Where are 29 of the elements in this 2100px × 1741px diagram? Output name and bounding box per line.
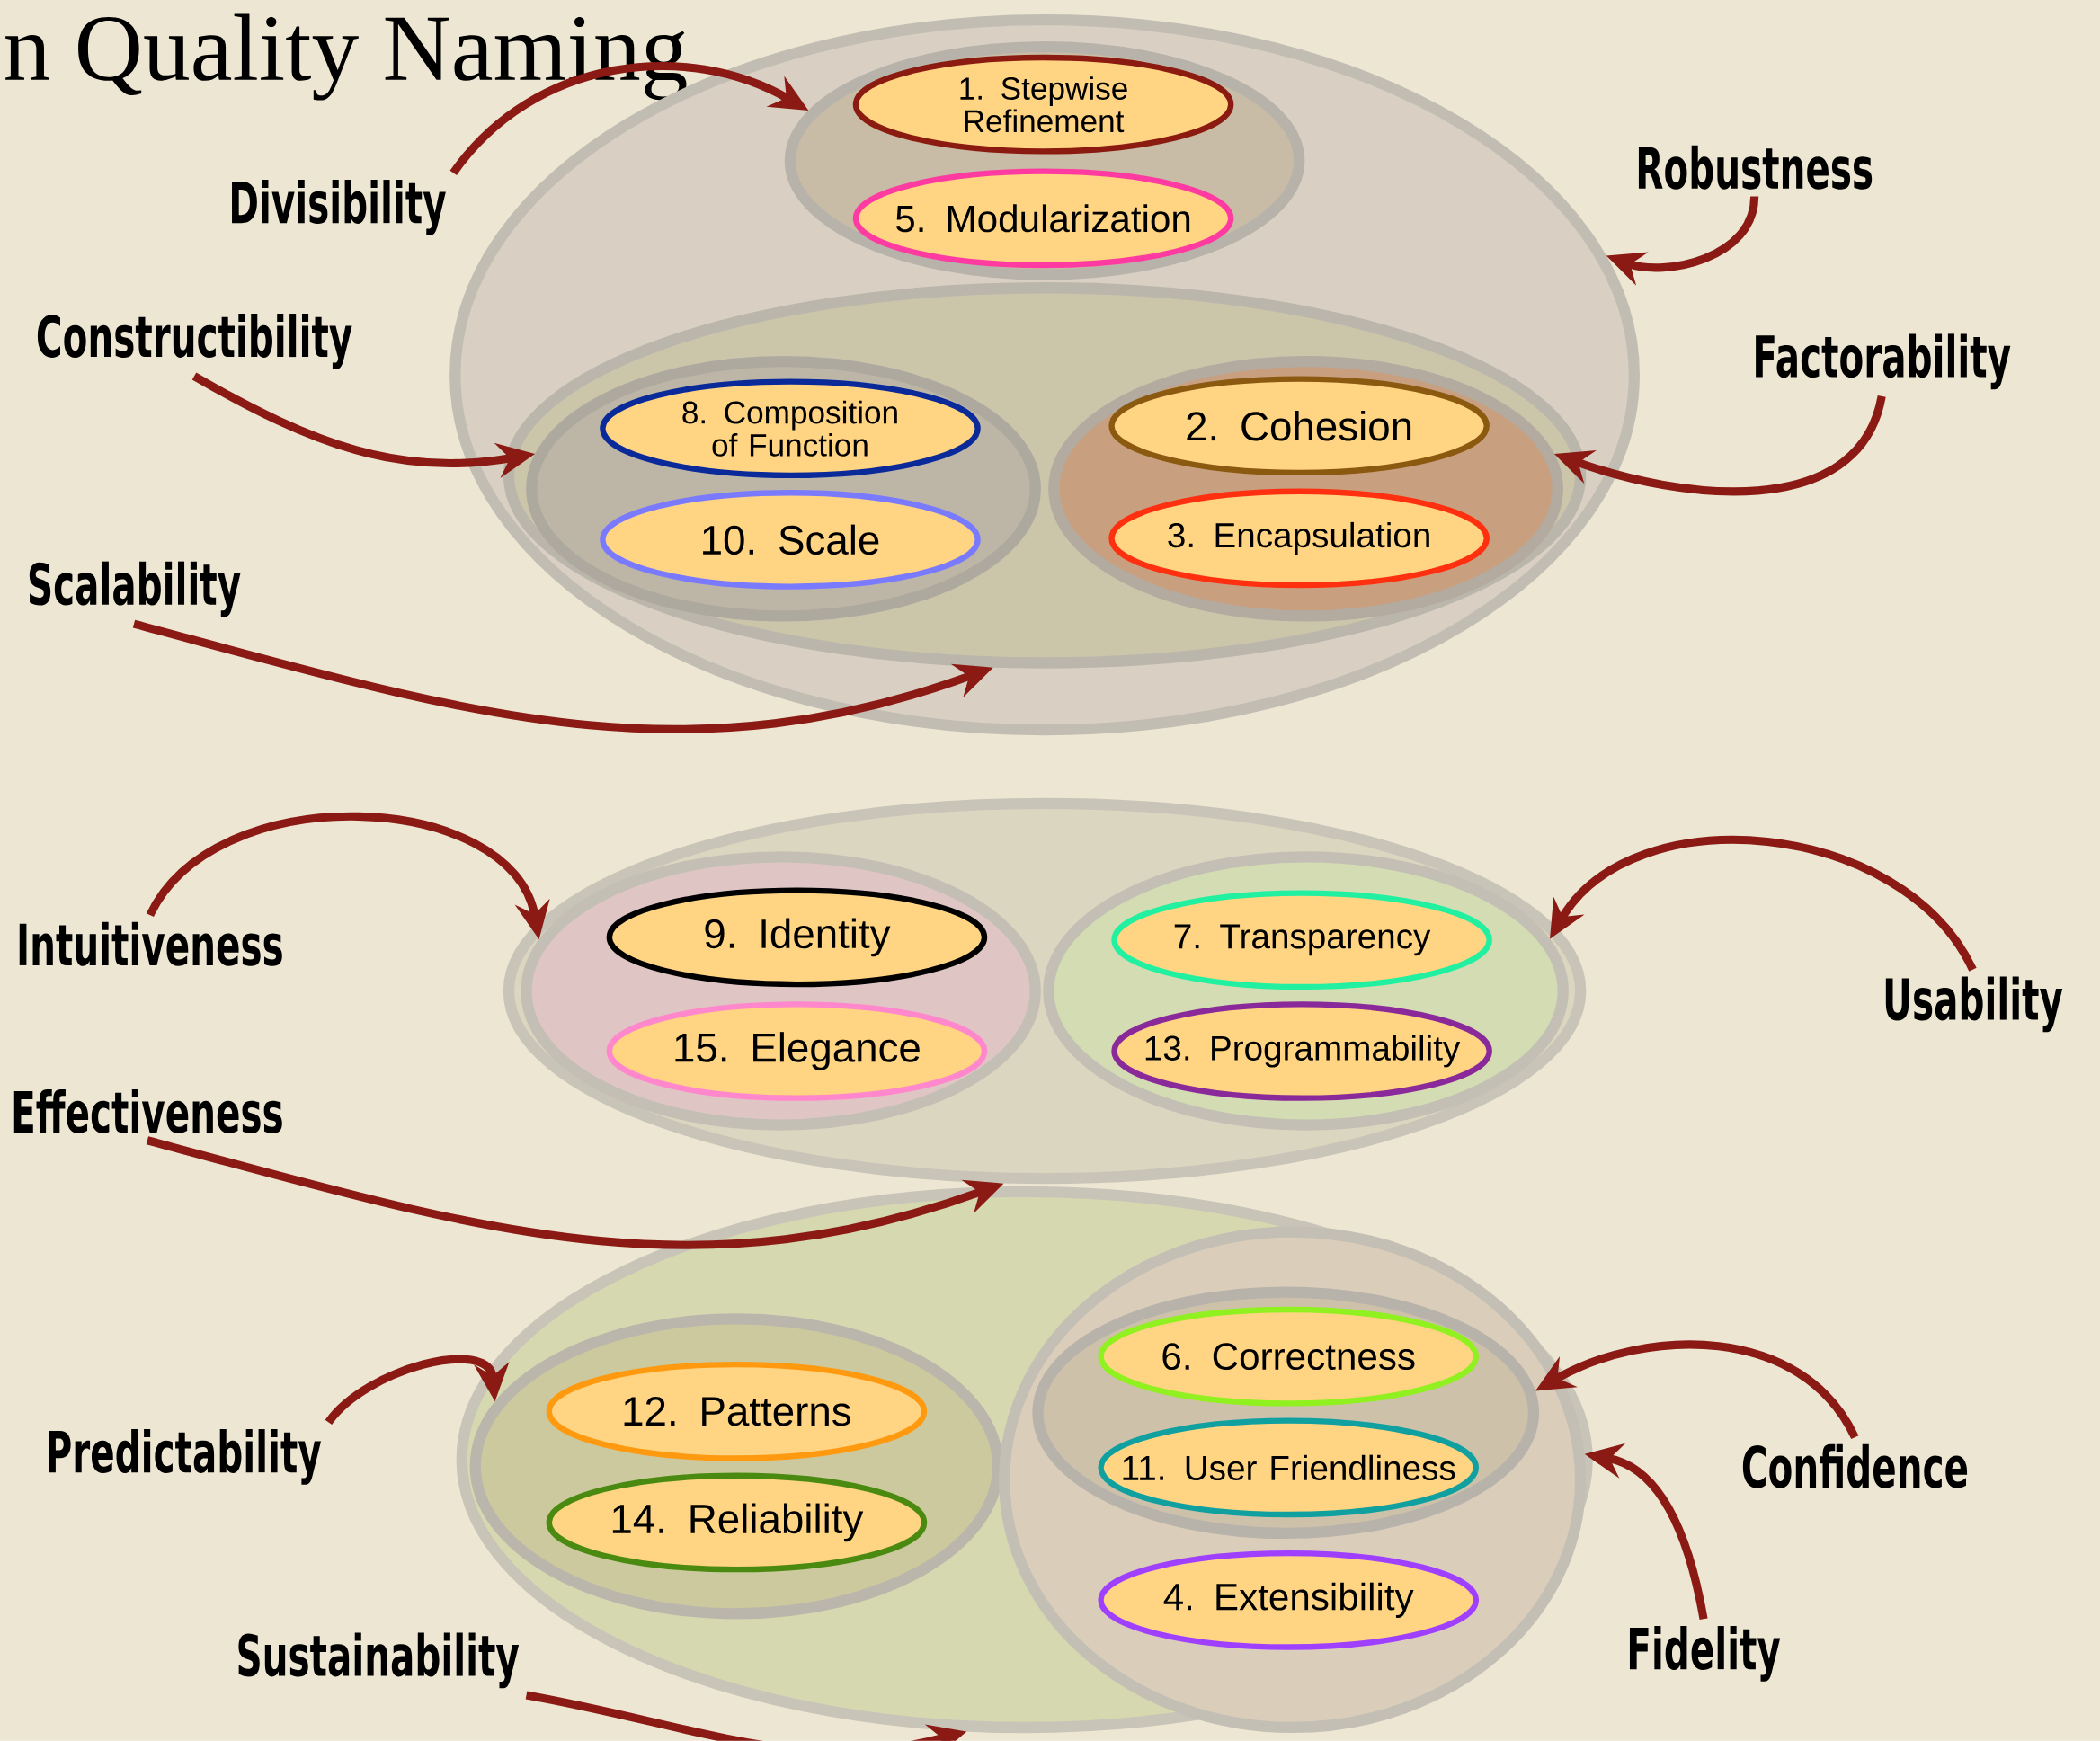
- oval-label: 5. Modularization: [852, 168, 1234, 269]
- quality-label: Scalability: [29, 561, 241, 617]
- oval-label: 7. Transparency: [1111, 890, 1492, 990]
- oval-label: 14. Reliability: [546, 1472, 928, 1573]
- quality-label: Fidelity: [1629, 1626, 1781, 1682]
- quality-label: Robustness: [1638, 145, 1873, 190]
- oval-label: 15. Elegance: [606, 1001, 988, 1101]
- quality-label: Constructibility: [37, 314, 352, 369]
- oval-label: 13. Programmability: [1111, 1001, 1492, 1101]
- curved-arrow: [1550, 836, 1977, 973]
- oval-label: 8. Composition of Function: [600, 378, 981, 479]
- oval-label: 12. Patterns: [546, 1362, 928, 1461]
- oval-label: 2. Cohesion: [1108, 376, 1490, 476]
- quality-label: Usability: [1885, 976, 2063, 1033]
- quality-label: Divisibility: [232, 180, 446, 235]
- quality-label: Confidence: [1742, 1444, 1968, 1488]
- quality-label: Intuitiveness: [19, 921, 282, 966]
- oval-label: 10. Scale: [600, 490, 981, 590]
- oval-label: 6. Correctness: [1098, 1306, 1479, 1407]
- quality-label: Predictability: [49, 1429, 321, 1485]
- oval-label: 9. Identity: [606, 887, 988, 988]
- oval-label: 11. User Friendliness: [1098, 1417, 1479, 1518]
- quality-label: Sustainability: [238, 1632, 520, 1689]
- quality-label: Effectiveness: [13, 1089, 282, 1134]
- oval-label: 4. Extensibility: [1098, 1550, 1479, 1650]
- oval-label: 1. Stepwise Refinement: [852, 55, 1234, 155]
- oval-label: 3. Encapsulation: [1108, 488, 1490, 589]
- curved-arrow: [325, 1355, 510, 1426]
- quality-label: Factorability: [1756, 333, 2011, 390]
